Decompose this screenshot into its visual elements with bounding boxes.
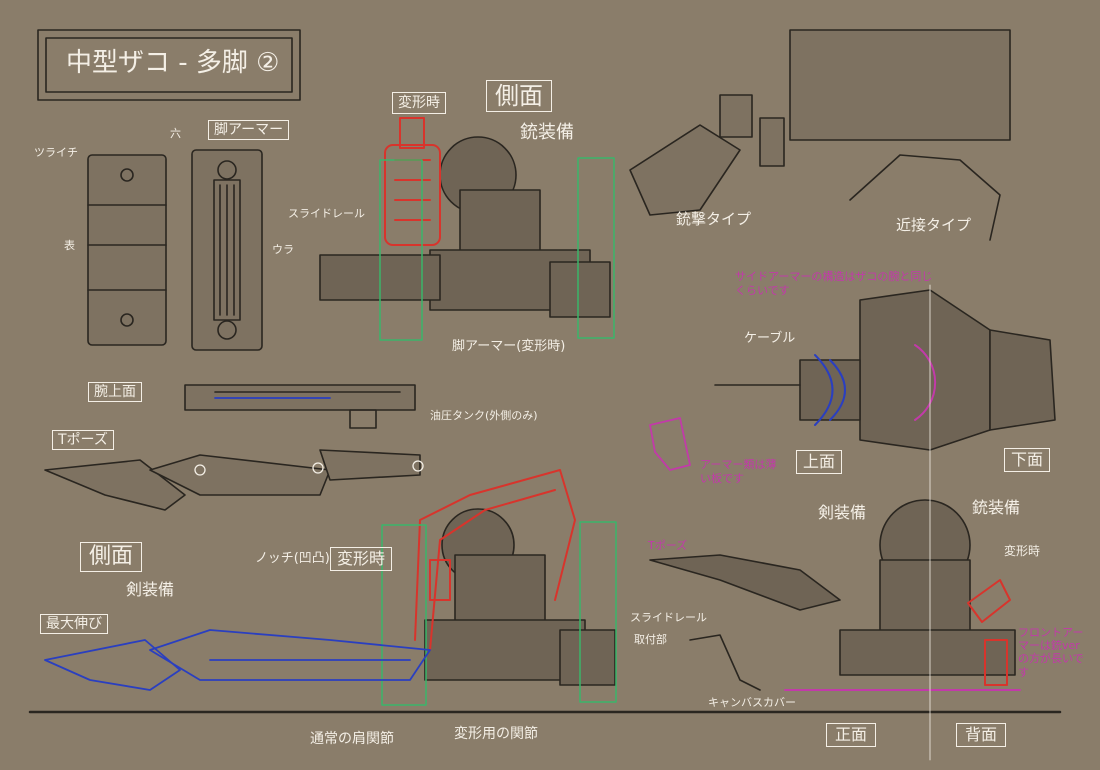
label-roku: 六 [170,127,181,140]
label-tsuraichi: ツライチ [34,146,78,159]
armor-guides-bottom [381,521,617,706]
label-henkeiyo-kansetsu: 変形用の関節 [454,726,538,742]
arm-top-view [184,384,416,429]
label-t-pose: Tポーズ [52,430,114,450]
label-shomen: 正面 [826,723,877,747]
label-slide-rail-right: スライドレール [630,611,707,624]
label-front-armor-note: フロントアーマーは銃verの方が長いです [1018,626,1084,679]
label-ashi-armor-henkei: 脚アーマー(変形時) [452,339,566,354]
front-view-body [649,499,1016,691]
label-toritsuke: 取付部 [634,633,667,646]
label-sokumen-top: 側面 [486,80,552,112]
melee-type-sketch [789,29,1011,241]
leg-armor-back [191,149,263,351]
armor-guides-top [379,157,615,341]
label-haimen: 背面 [956,723,1007,747]
label-ude-jomen: 腕上面 [88,382,142,402]
transform-overlay-top [384,117,441,246]
label-sokumen-bottom: 側面 [80,542,143,572]
label-ura: ウラ [272,243,294,256]
label-t-pose-right: Tポーズ [648,539,688,552]
transform-overlay-bottom [414,469,576,651]
arm-t-pose-joints [194,460,424,476]
arm-max-extension [44,629,431,691]
label-canvas-cover: キャンバスカバー [708,696,796,709]
label-omote: 表 [64,239,75,252]
top-view-body [714,289,1056,451]
label-tsujo-kata: 通常の肩関節 [310,731,394,747]
top-view-armor-blue [814,354,846,426]
label-jusoubi-top: 銃装備 [520,122,574,143]
label-henkeiji-mid: 変形時 [330,547,393,571]
label-cable: ケーブル [744,331,796,346]
label-kensoubi-right: 剣装備 [818,503,867,522]
label-henkeiji-right: 変形時 [1004,544,1041,558]
thin-armor-sample [649,417,691,471]
label-slide-rail: スライドレール [288,207,365,220]
label-ashi-armor: 脚アーマー [208,120,290,140]
label-armor-thin-note: アーマー類は薄い板です [700,458,777,485]
label-saidai-nobi: 最大伸び [40,614,108,634]
label-side-armor-note: サイドアーマーの構造はザコの腕と同じくらいです [735,270,933,297]
label-jomen: 上面 [796,450,843,474]
label-jugeki-type: 銃撃タイプ [676,210,752,228]
arm-t-pose [44,449,421,511]
label-kamen: 下面 [1004,448,1051,472]
label-henkeiji-top: 変形時 [392,92,446,114]
label-yuatsu-tank: 油圧タンク(外側のみ) [430,409,538,422]
leg-armor-front [87,154,167,346]
front-armor-red [967,579,1011,686]
side-view-body-bottom [424,508,616,686]
gun-type-sketch [629,94,785,216]
title: 中型ザコ - 多脚 ② [66,48,280,78]
label-kensoubi-left: 剣装備 [126,580,175,599]
label-notch: ノッチ(凹凸) [255,551,330,566]
label-kinsetsu-type: 近接タイプ [896,216,972,234]
title-frame-outer [37,29,301,101]
title-frame-inner [45,37,293,93]
label-jusoubi-right: 銃装備 [972,498,1021,517]
side-view-body-top [319,136,611,318]
top-view-armor-magenta [914,344,937,421]
